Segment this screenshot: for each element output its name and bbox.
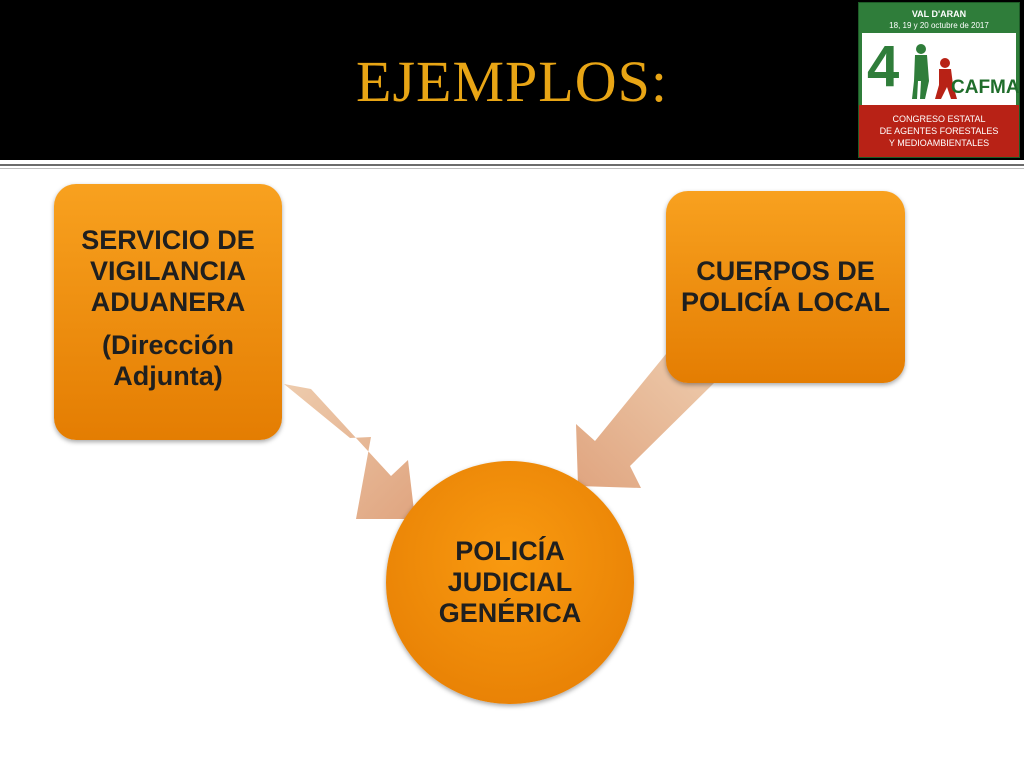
- arrow-right-to-center: [576, 354, 714, 488]
- header-divider: [0, 164, 1024, 166]
- slide-title: EJEMPLOS:: [356, 49, 668, 114]
- node-label-line: ADUANERA: [90, 286, 246, 317]
- congress-logo: VAL D'ARAN 18, 19 y 20 octubre de 2017 4…: [858, 2, 1020, 158]
- node-label-line: VIGILANCIA: [89, 255, 246, 286]
- logo-number: 4: [867, 34, 900, 99]
- logo-line: CONGRESO ESTATAL: [892, 114, 986, 124]
- node-label-line: SERVICIO DE: [81, 224, 255, 255]
- forest-agents-figures-icon: [912, 44, 957, 99]
- node-sublabel-line: Adjunta): [113, 360, 223, 391]
- logo-dates: 18, 19 y 20 octubre de 2017: [889, 21, 989, 30]
- logo-line: DE AGENTES FORESTALES: [879, 126, 999, 136]
- logo-location: VAL D'ARAN: [911, 9, 967, 19]
- node-label-line: POLICÍA LOCAL: [681, 287, 890, 317]
- node-cuerpos-policia-local: CUERPOS DE POLICÍA LOCAL: [666, 191, 905, 383]
- arrow-left-to-center: [284, 384, 415, 519]
- node-label-line: JUDICIAL: [447, 567, 573, 597]
- logo-acronym: CAFMA: [951, 77, 1020, 98]
- node-label-line: POLICÍA: [455, 536, 565, 566]
- node-label-line: CUERPOS DE: [696, 256, 875, 286]
- node-servicio-vigilancia-aduanera: SERVICIO DE VIGILANCIA ADUANERA (Direcci…: [54, 184, 282, 440]
- node-sublabel-line: (Dirección: [101, 329, 235, 360]
- logo-line: Y MEDIOAMBIENTALES: [888, 138, 990, 148]
- logo-red-band: CONGRESO ESTATAL DE AGENTES FORESTALES Y…: [859, 105, 1019, 157]
- node-label-line: GENÉRICA: [438, 598, 582, 628]
- header-divider-thin: [0, 168, 1024, 169]
- node-policia-judicial-generica: POLICÍA JUDICIAL GENÉRICA: [386, 461, 634, 704]
- logo-congress-text: CONGRESO ESTATAL DE AGENTES FORESTALES Y…: [859, 113, 1019, 149]
- header-bar: [0, 0, 1024, 160]
